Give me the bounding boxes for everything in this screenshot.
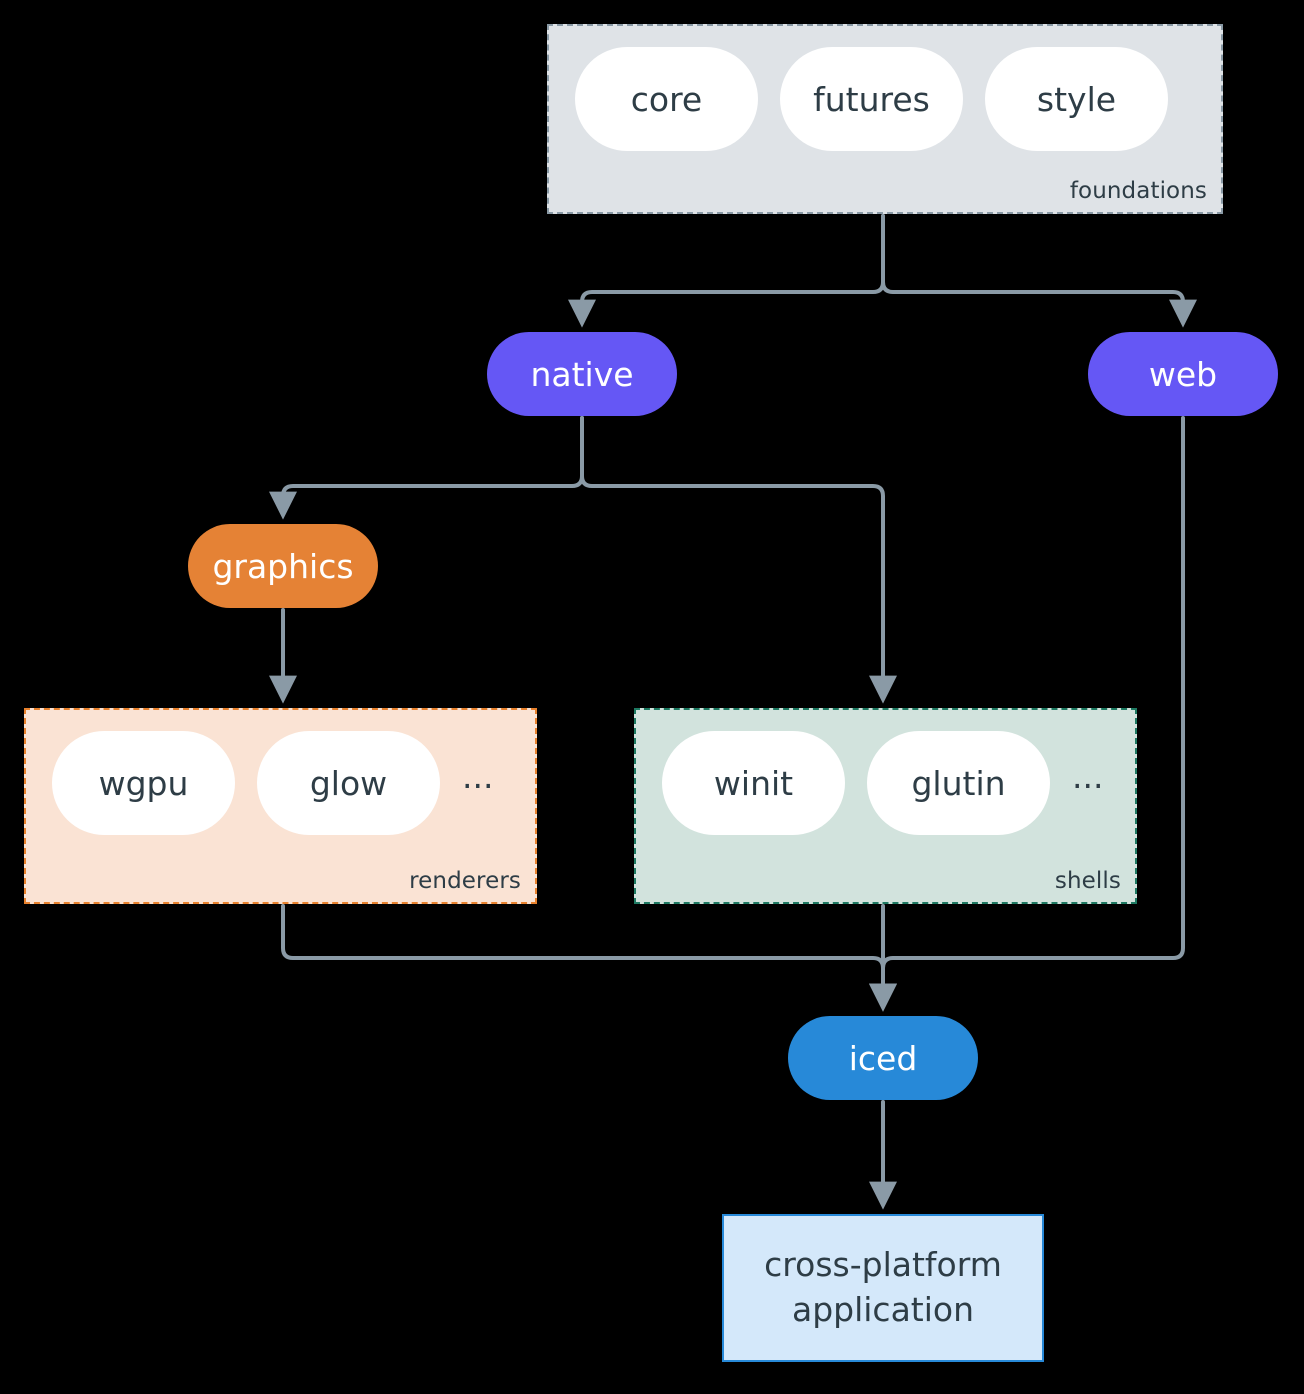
chip-winit[interactable]: winit <box>662 731 845 835</box>
edge-native-to-graphics <box>269 416 584 520</box>
group-shells-label: shells <box>1054 868 1121 894</box>
chip-renderers-ellipsis: ... <box>462 757 494 797</box>
group-shells-items: winit glutin ... <box>636 710 1103 856</box>
node-web[interactable]: web <box>1088 332 1278 416</box>
edge-native-to-shells <box>580 416 897 704</box>
chip-wgpu[interactable]: wgpu <box>52 731 235 835</box>
group-renderers-label: renderers <box>409 868 521 894</box>
chip-style[interactable]: style <box>985 47 1168 151</box>
node-native[interactable]: native <box>487 332 677 416</box>
node-graphics[interactable]: graphics <box>188 524 378 608</box>
group-shells: winit glutin ... shells <box>634 708 1137 904</box>
group-foundations-items: core futures style <box>549 26 1168 172</box>
chip-glow[interactable]: glow <box>257 731 440 835</box>
group-renderers-items: wgpu glow ... <box>26 710 493 856</box>
group-foundations-label: foundations <box>1069 178 1207 204</box>
group-renderers: wgpu glow ... renderers <box>24 708 537 904</box>
application-line-2: application <box>791 1290 975 1329</box>
node-cross-platform-application[interactable]: cross-platform application <box>722 1214 1044 1362</box>
group-foundations: core futures style foundations <box>547 24 1223 214</box>
edge-foundations-to-native <box>568 214 885 328</box>
edge-foundations-to-web <box>881 214 1197 328</box>
chip-futures[interactable]: futures <box>780 47 963 151</box>
edge-renderers-to-iced <box>281 904 897 1012</box>
chip-core[interactable]: core <box>575 47 758 151</box>
chip-glutin[interactable]: glutin <box>867 731 1050 835</box>
chip-shells-ellipsis: ... <box>1072 757 1104 797</box>
node-iced[interactable]: iced <box>788 1016 978 1100</box>
application-line-1: cross-platform <box>764 1245 1002 1285</box>
